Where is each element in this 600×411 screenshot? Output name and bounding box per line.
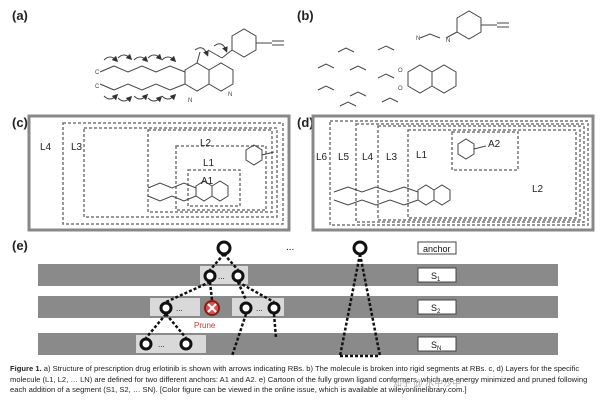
layer-label-d-L2: L2 — [532, 184, 544, 195]
figure-caption: Figure 1. a) Structure of prescription d… — [10, 364, 596, 396]
layer-label-d-L4: L4 — [362, 152, 374, 163]
svg-text:N: N — [446, 38, 450, 44]
layer-label-c-L1: L1 — [203, 158, 215, 169]
layers-panel-c — [27, 114, 291, 232]
panel-label-c: (c) — [12, 115, 28, 130]
caption-figure-number: Figure 1. — [10, 364, 42, 373]
top-ellipsis: ... — [286, 242, 294, 253]
svg-text:N: N — [228, 92, 232, 98]
panel-label-d: (d) — [297, 115, 314, 130]
layer-label-d-L5: L5 — [338, 152, 350, 163]
layer-label-c-L2: L2 — [200, 138, 212, 149]
growth-panel-e — [38, 240, 558, 358]
layer-label-c-L3: L3 — [71, 142, 83, 153]
layer-label-d-L6: L6 — [316, 152, 328, 163]
svg-text:N: N — [416, 36, 420, 42]
layer-label-d-L1: L1 — [416, 150, 428, 161]
layers-panel-d — [311, 114, 595, 232]
band1-ellipsis: ... — [218, 272, 225, 281]
segment-label-s2: S2 — [431, 303, 441, 315]
svg-text:C: C — [95, 70, 100, 76]
anchor-label: anchor — [423, 244, 451, 254]
molecule-a — [99, 28, 284, 103]
panel-label-a: (a) — [12, 8, 28, 23]
segment-label-s1: S1 — [431, 271, 441, 283]
segment-label-sn: SN — [431, 340, 441, 352]
caption-text: a) Structure of prescription drug erloti… — [10, 364, 588, 395]
layer-label-d-L3: L3 — [386, 152, 398, 163]
layer-label-c-L4: L4 — [40, 142, 52, 153]
svg-text:C: C — [95, 84, 100, 90]
band2-ellipsis-a: ... — [176, 304, 183, 313]
bandn-ellipsis: ... — [158, 340, 165, 349]
band2-ellipsis-b: ... — [256, 304, 263, 313]
prune-label: Prune — [194, 321, 216, 330]
svg-text:N: N — [188, 98, 192, 104]
panel-label-e: (e) — [12, 238, 28, 253]
svg-text:O: O — [398, 68, 403, 74]
watermark: 知乎 @ 水中沙中 — [393, 378, 462, 388]
layer-label-c-A1: A1 — [201, 176, 214, 187]
layer-label-d-A2: A2 — [488, 139, 501, 150]
svg-text:O: O — [398, 86, 403, 92]
panel-label-b: (b) — [297, 8, 314, 23]
molecule-b — [317, 10, 509, 107]
